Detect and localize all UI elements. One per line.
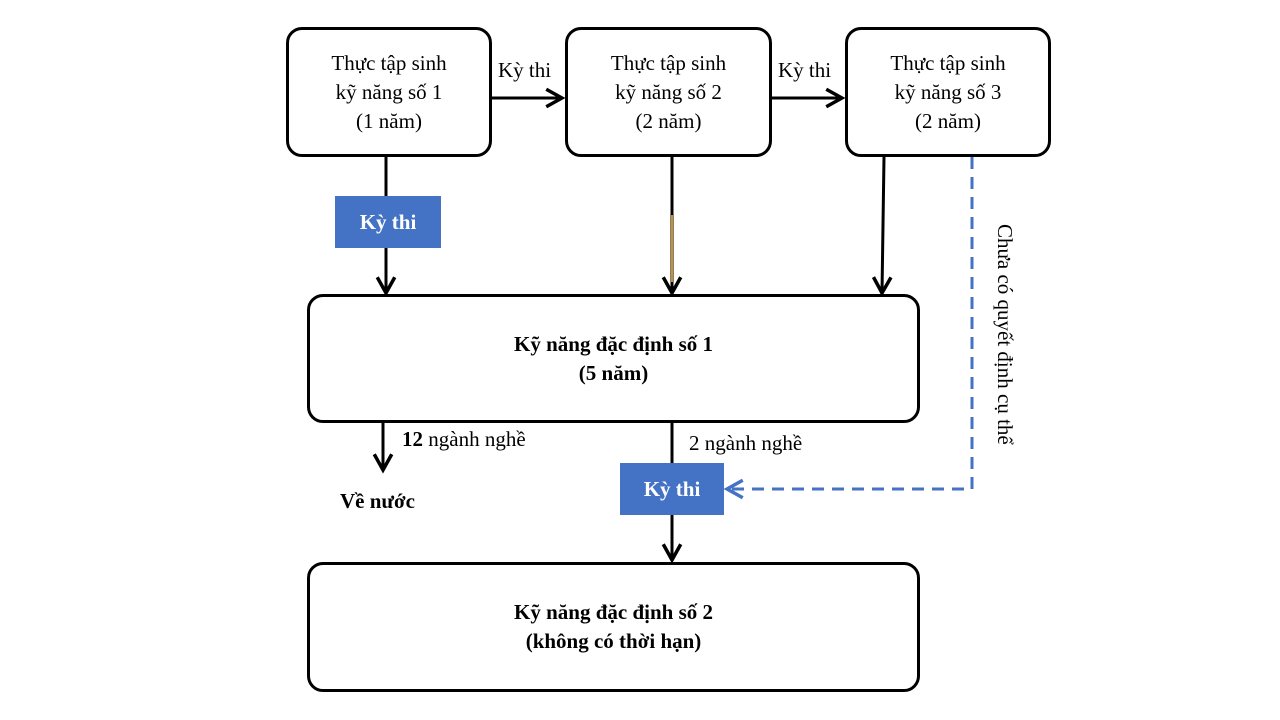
intern-2-line-2: kỹ năng số 2 (615, 79, 722, 104)
go-home-label: Về nước (340, 489, 415, 513)
intern-1-line-3: (1 năm) (356, 108, 422, 133)
arrow-intern3-to-ssw1 (882, 156, 884, 293)
exam-box-top: Kỳ thi (335, 196, 441, 248)
dashed-arrow-intern3-to-exam (727, 157, 974, 489)
two-fields-label: 2 ngành nghề (689, 431, 803, 455)
twelve-fields-text: ngành nghề (423, 427, 526, 451)
intern-level-1-box: Thực tập sinh kỹ năng số 1 (1 năm) (286, 27, 492, 157)
exam-box-bottom: Kỳ thi (620, 463, 724, 515)
intern-3-line-1: Thực tập sinh (890, 50, 1006, 75)
intern-1-line-2: kỹ năng số 1 (335, 79, 443, 104)
intern-level-3-box: Thực tập sinh kỹ năng số 3 (2 năm) (845, 27, 1051, 157)
ssw1-line-1: Kỹ năng đặc định số 1 (514, 331, 713, 356)
ssw2-line-2: (không có thời hạn) (525, 629, 702, 653)
intern-3-line-2: kỹ năng số 3 (894, 79, 1002, 104)
intern-1-line-1: Thực tập sinh (331, 50, 447, 75)
intern-level-2-box: Thực tập sinh kỹ năng số 2 (2 năm) (565, 27, 772, 157)
twelve-fields-number: 12 (402, 427, 423, 451)
ssw1-line-2: (5 năm) (578, 360, 649, 385)
exam-label-2-to-3: Kỳ thi (778, 58, 832, 82)
exam-label-1-to-2: Kỳ thi (498, 58, 552, 82)
specified-skill-2-box: Kỹ năng đặc định số 2 (không có thời hạn… (307, 562, 920, 692)
twelve-fields-label: 12 ngành nghề (402, 427, 526, 452)
intern-2-line-1: Thực tập sinh (610, 50, 727, 75)
intern-2-line-3: (2 năm) (635, 108, 702, 133)
ssw2-line-1: Kỹ năng đặc định số 2 (514, 600, 713, 624)
specified-skill-1-box: Kỹ năng đặc định số 1 (5 năm) (307, 294, 920, 423)
undecided-label: Chưa có quyết định cụ thể (993, 224, 1017, 445)
intern-3-line-3: (2 năm) (915, 108, 981, 133)
